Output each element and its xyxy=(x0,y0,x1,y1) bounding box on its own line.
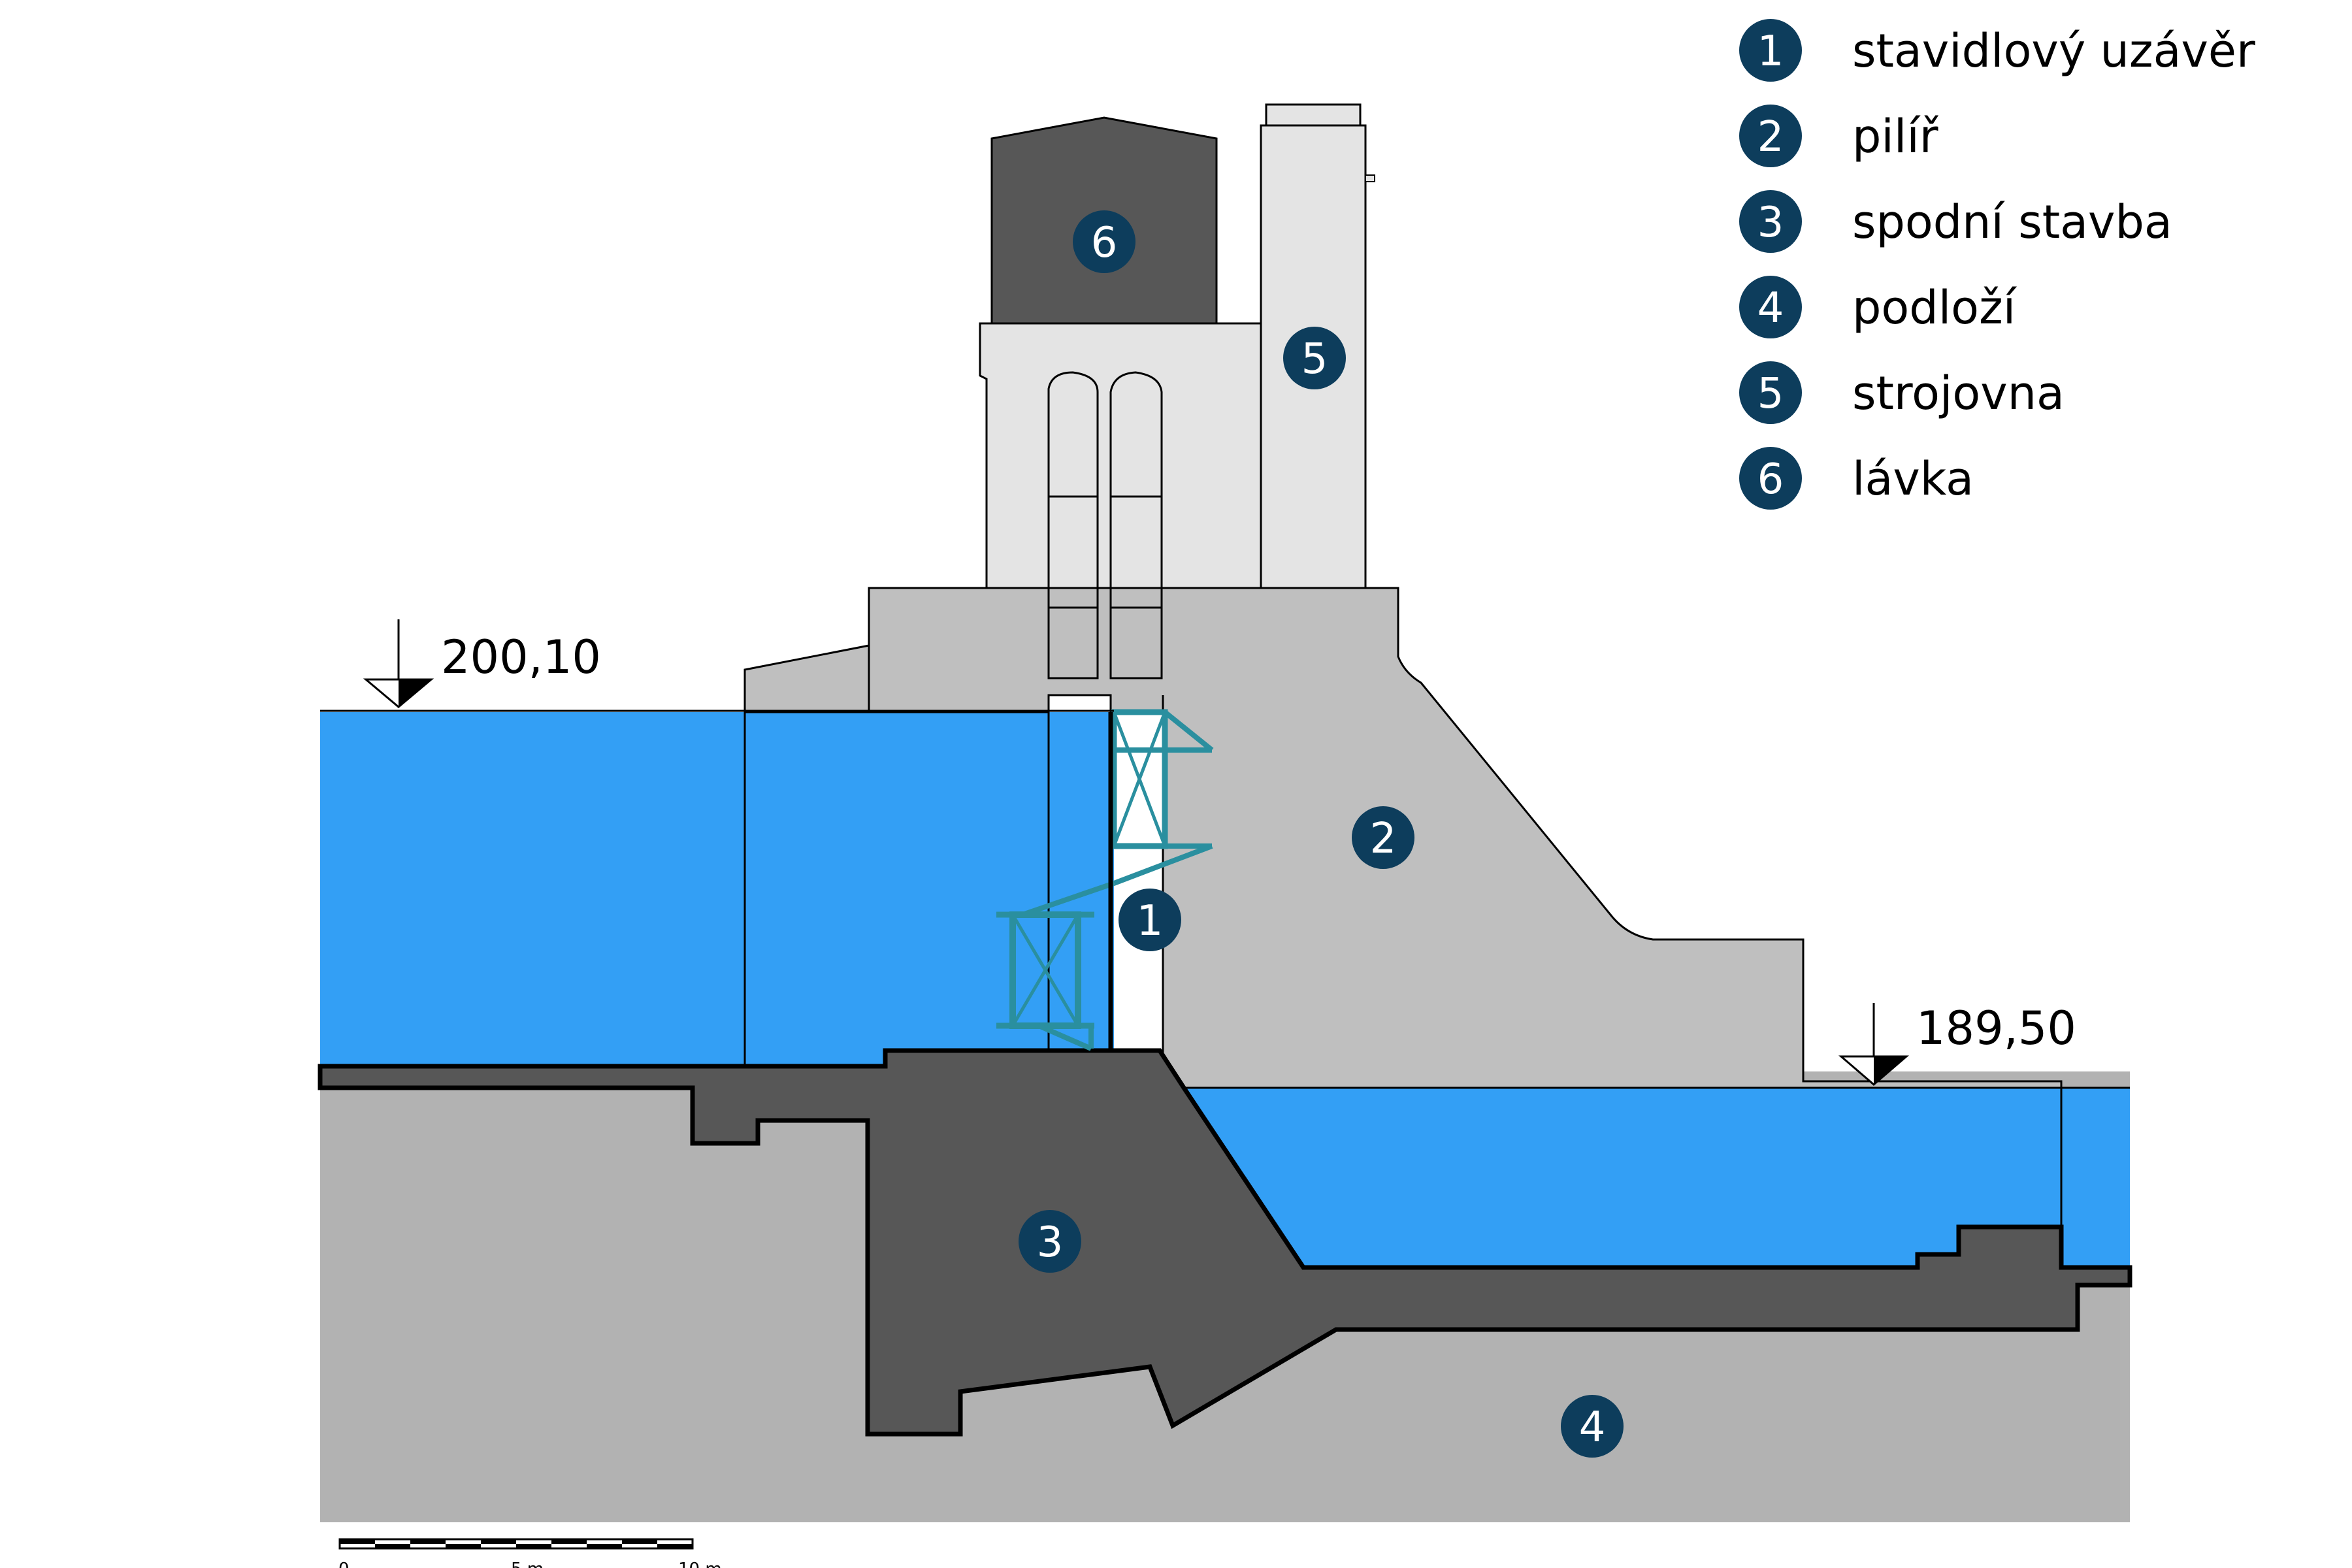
legend-label: spodní stavba xyxy=(1852,195,2172,249)
legend-badge xyxy=(1739,361,1802,424)
svg-text:2: 2 xyxy=(1370,815,1397,863)
downstream-level-label: 189,50 xyxy=(1916,1002,2076,1055)
upstream-water xyxy=(320,712,1114,1071)
legend-item: 5 strojovna xyxy=(1739,361,2065,424)
scale-label-5m: 5 m xyxy=(511,1560,544,1568)
legend-badge xyxy=(1739,447,1802,510)
legend-item: 6 lávka xyxy=(1739,447,1974,510)
legend-label: pilíř xyxy=(1852,110,1939,163)
legend-number: 1 xyxy=(1757,27,1784,76)
badge-foundation: 3 xyxy=(1019,1210,1081,1273)
pier-upstream-outline xyxy=(743,644,870,713)
legend-number: 6 xyxy=(1757,455,1784,504)
legend-number: 3 xyxy=(1757,199,1784,247)
legend-badge xyxy=(1739,105,1802,167)
sluice-gate xyxy=(996,709,1214,1052)
legend-number: 5 xyxy=(1757,370,1784,418)
badge-machine-room: 5 xyxy=(1283,327,1346,389)
foundation xyxy=(318,1048,2132,1437)
legend-label: podloží xyxy=(1852,281,2017,335)
legend-badge xyxy=(1739,190,1802,253)
legend-item: 4 podloží xyxy=(1739,276,2017,338)
legend-item: 1 stavidlový uzávěr xyxy=(1739,19,2255,82)
scale-label-0: 0 xyxy=(338,1560,350,1568)
legend-label: stavidlový uzávěr xyxy=(1852,24,2255,78)
gate-slot-windows xyxy=(1047,371,1163,608)
legend-item: 3 spodní stavba xyxy=(1739,190,2172,253)
machine-room-cap xyxy=(1265,103,1362,127)
legend-badge xyxy=(1739,19,1802,82)
svg-text:1: 1 xyxy=(1137,897,1164,945)
legend-label: lávka xyxy=(1852,452,1974,506)
svg-text:5: 5 xyxy=(1301,335,1328,384)
badge-pier: 2 xyxy=(1352,806,1414,869)
scale-label-10m: 10 m xyxy=(678,1560,722,1568)
upstream-level-marker: 200,10 xyxy=(320,619,1114,712)
svg-text:4: 4 xyxy=(1579,1403,1606,1452)
svg-text:6: 6 xyxy=(1091,219,1118,267)
legend: 1 stavidlový uzávěr 2 pilíř 3 spodní stavba 4 p… xyxy=(1739,19,2255,510)
machine-room-base xyxy=(979,322,1262,589)
badge-gate: 1 xyxy=(1119,889,1181,951)
machine-room-nib xyxy=(1365,174,1375,182)
downstream-level-marker: 189,50 xyxy=(1803,1002,2130,1089)
badge-subsoil: 4 xyxy=(1561,1395,1624,1458)
legend-item: 2 pilíř xyxy=(1739,105,1939,167)
legend-number: 4 xyxy=(1757,284,1784,333)
legend-number: 2 xyxy=(1757,113,1784,161)
badge-footbridge: 6 xyxy=(1073,210,1135,273)
svg-text:3: 3 xyxy=(1037,1218,1064,1267)
legend-badge xyxy=(1739,276,1802,338)
scale-bar: 0 5 m 10 m xyxy=(338,1538,722,1568)
downstream-water xyxy=(1184,1088,2130,1267)
upstream-level-label: 200,10 xyxy=(441,630,601,684)
legend-label: strojovna xyxy=(1852,367,2065,420)
